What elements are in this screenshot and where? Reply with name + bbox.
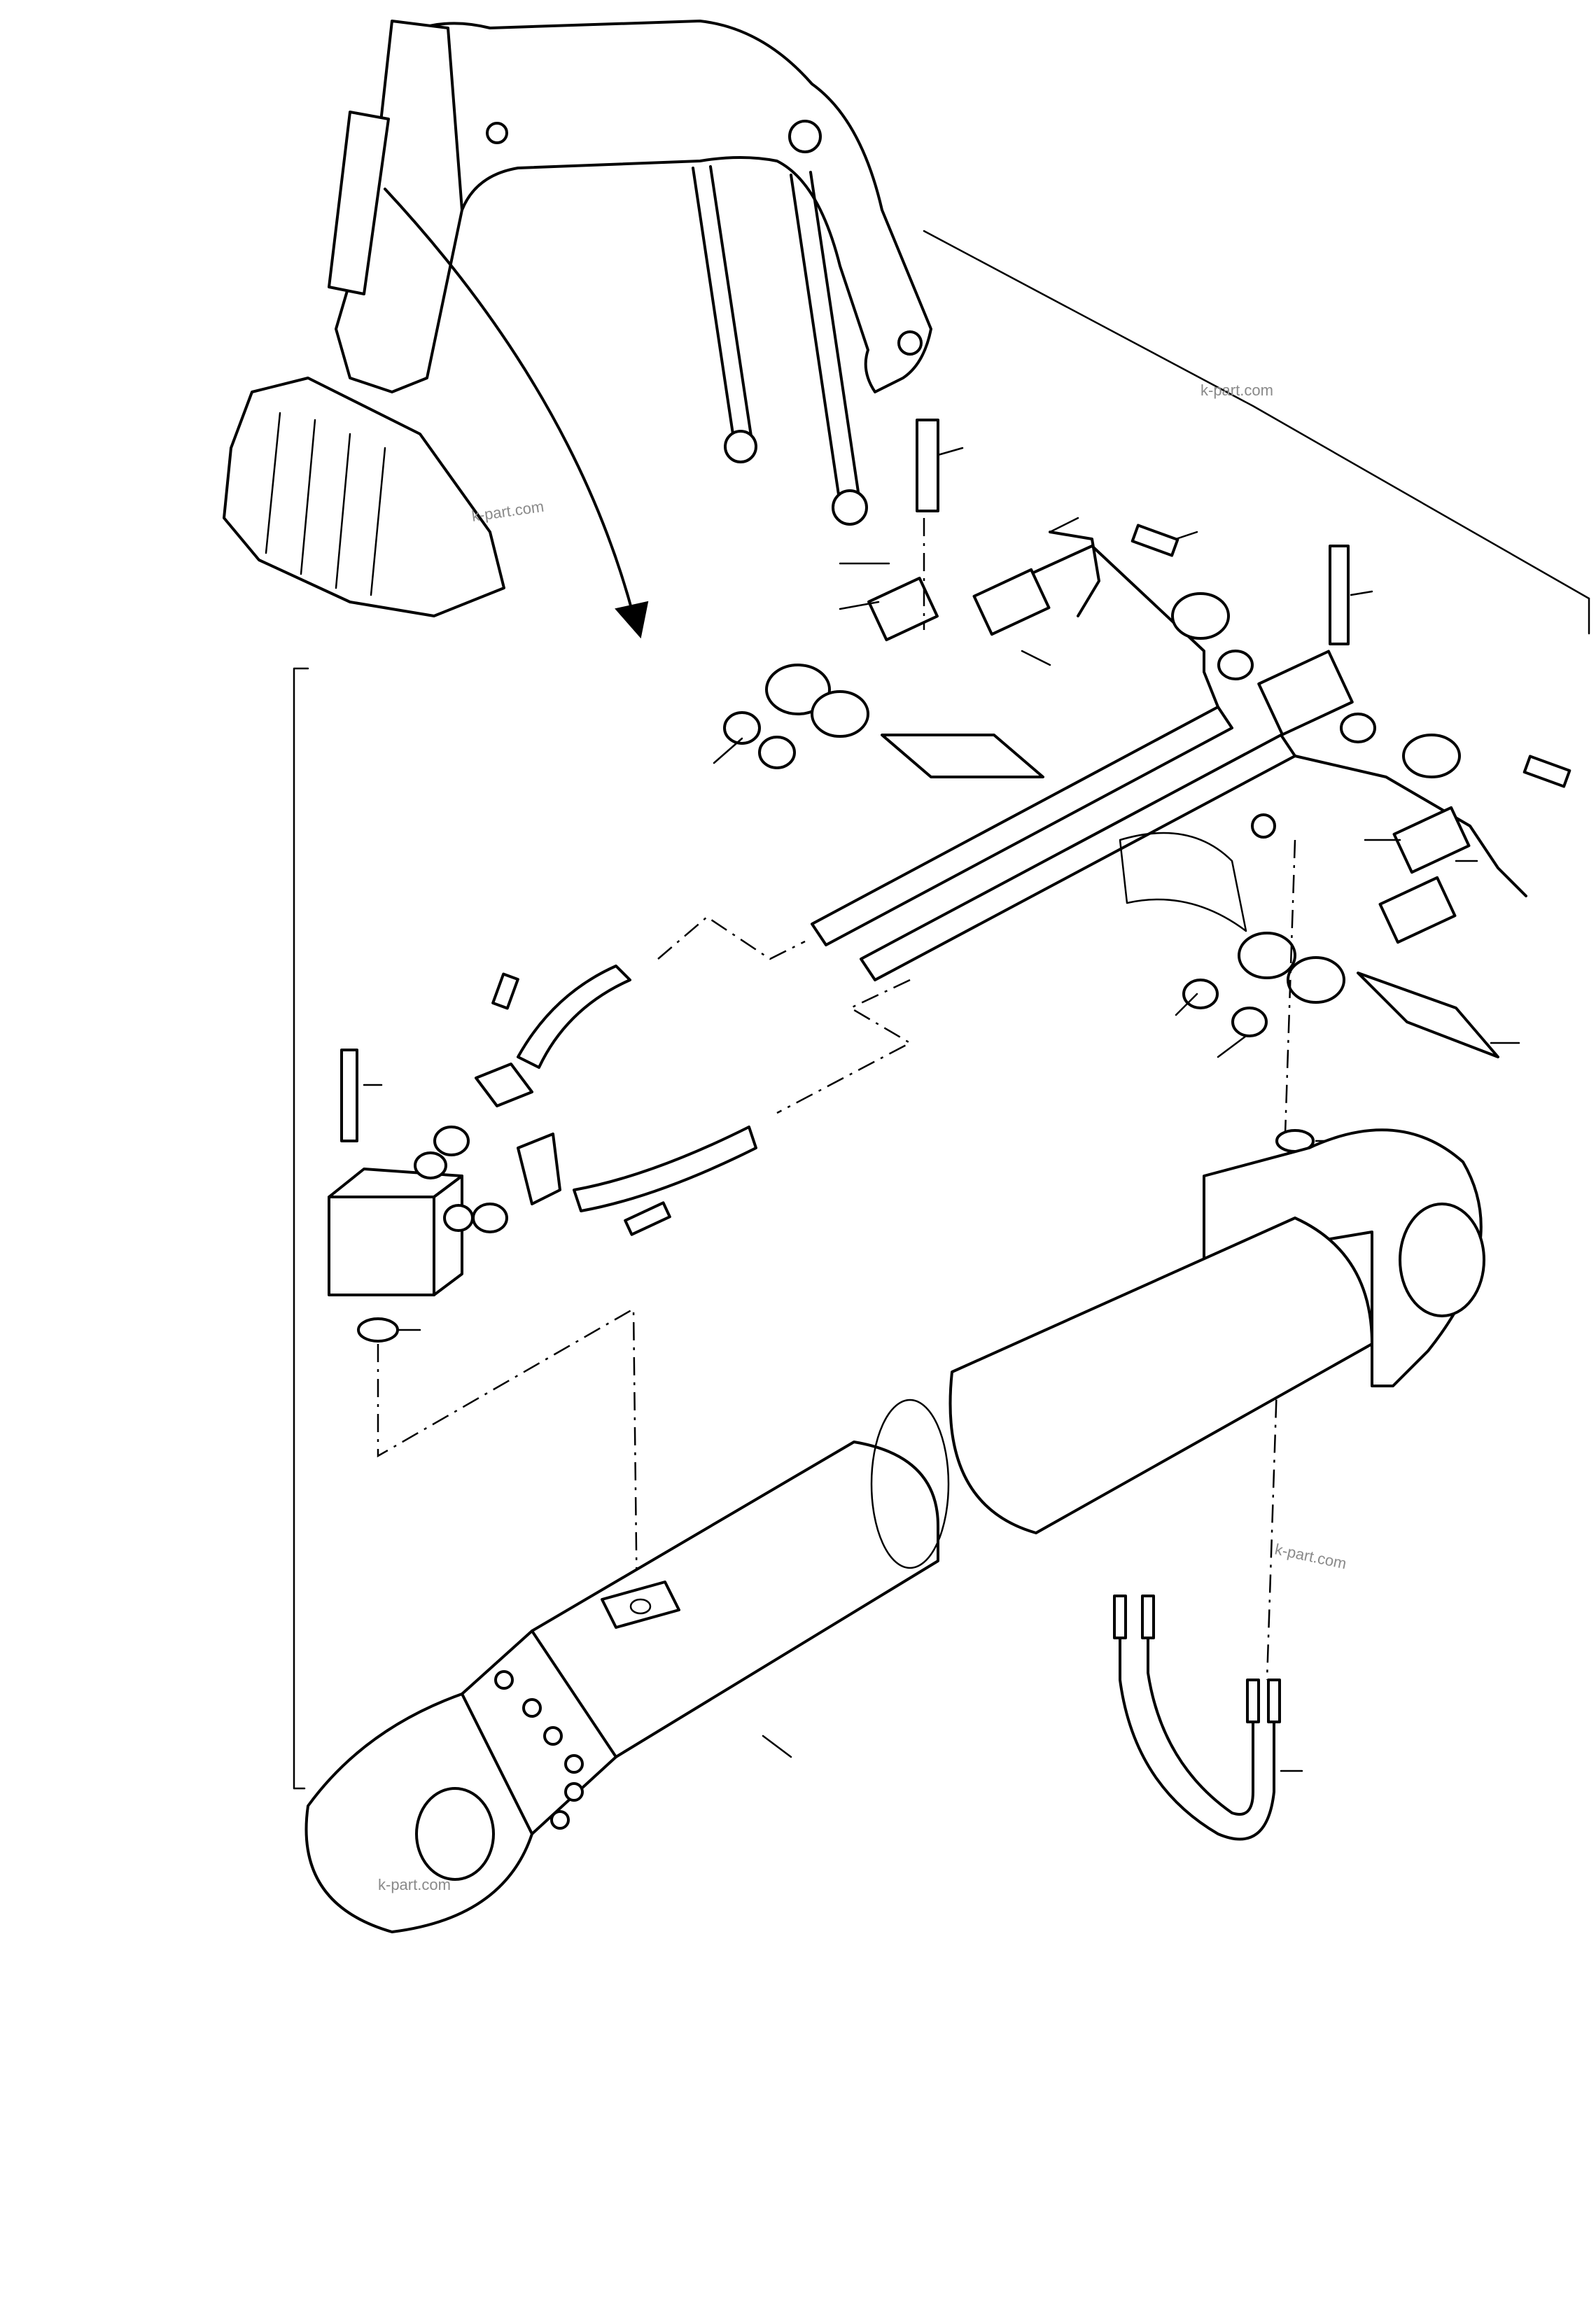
hydraulic-cylinder [304, 1128, 1485, 1933]
port-block [601, 1581, 680, 1629]
fitting [1182, 979, 1219, 1009]
fitting [1217, 650, 1254, 680]
flange [517, 1133, 561, 1205]
fitting [1231, 1007, 1268, 1037]
fitting [433, 1126, 470, 1156]
pointer-arrow [384, 188, 649, 639]
hose-upper [517, 965, 631, 1069]
fitting [472, 1203, 508, 1233]
cylinder-tube-upper [948, 1217, 1373, 1534]
hose-assembly [328, 965, 1335, 1343]
flange [1171, 592, 1230, 640]
clamp-block [972, 568, 1051, 636]
boom-cylinder-left-eye [724, 430, 757, 463]
u-bolt-thread [1113, 1595, 1127, 1639]
support-bracket [1357, 972, 1499, 1058]
u-bolt-thread [1267, 1679, 1281, 1723]
watermark: k-part.com [378, 1876, 451, 1893]
clamp-block [1378, 876, 1457, 944]
o-ring [443, 1204, 474, 1232]
u-bolt-clamp [1113, 1595, 1303, 1841]
flange [1402, 734, 1461, 778]
rod-head [1203, 1128, 1483, 1387]
bolt [1522, 755, 1572, 788]
cylinder-barrel [531, 1441, 939, 1758]
clamp-block [867, 576, 939, 642]
flange [1287, 956, 1345, 1004]
base-eye [415, 1787, 495, 1881]
watermark: k-part.com [1273, 1540, 1348, 1572]
hose-lower [573, 1126, 757, 1212]
nut [1251, 813, 1276, 839]
u-bolt-thread [1141, 1595, 1155, 1639]
bolt [491, 972, 519, 1010]
support-bracket [881, 734, 1044, 778]
bucket [223, 377, 505, 617]
boom-cylinder-left [692, 167, 736, 449]
excavator-overview [223, 20, 932, 617]
flange [811, 690, 869, 738]
bolt [340, 1049, 358, 1142]
pipe-assembly [713, 419, 1572, 1058]
clamp-block [1257, 650, 1354, 736]
clamp-block [1392, 806, 1471, 874]
pipe-long-upper [811, 706, 1233, 946]
boom-cylinder-right-eye [832, 489, 868, 526]
fitting [723, 711, 761, 745]
watermark: k-part.com [1200, 381, 1273, 399]
o-ring [414, 1151, 447, 1179]
frame-brackets [293, 230, 1590, 1790]
fitting [1340, 713, 1376, 743]
bolt [1130, 524, 1180, 557]
bolt [1329, 545, 1350, 645]
valve-block [328, 1196, 435, 1296]
rod-eye [1399, 1203, 1485, 1317]
o-ring [357, 1317, 399, 1343]
bolt [624, 1201, 671, 1236]
watermark: k-part.com [470, 498, 545, 525]
bolt [916, 419, 939, 512]
u-bolt-thread [1246, 1679, 1260, 1723]
bucket-cylinder-highlight [328, 111, 390, 295]
flange [475, 1063, 533, 1107]
flange [1238, 932, 1296, 979]
boom-cylinder-right [790, 174, 841, 505]
fitting [758, 736, 796, 769]
flange [765, 664, 831, 715]
